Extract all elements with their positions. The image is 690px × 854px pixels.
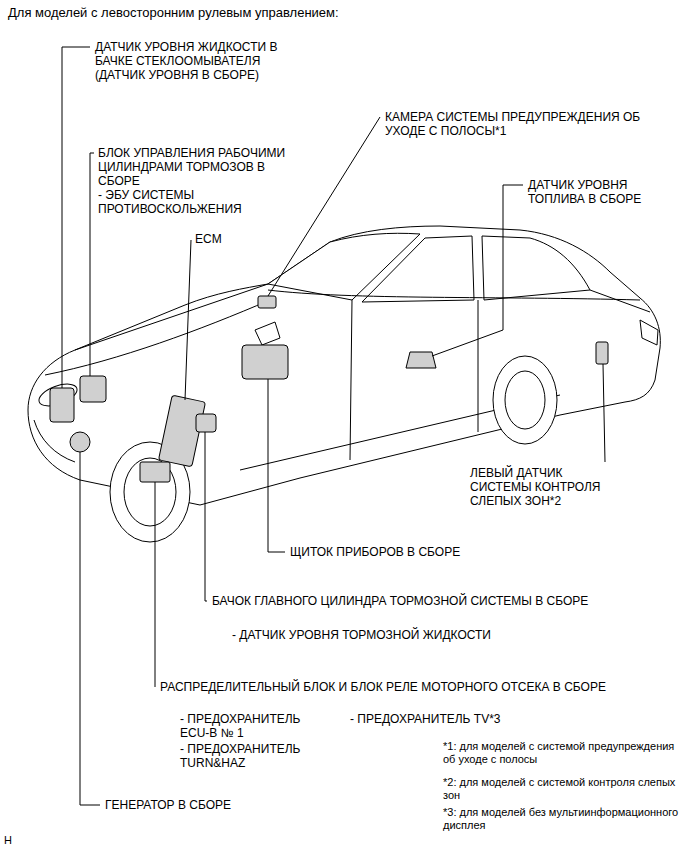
side-window (482, 236, 590, 300)
alternator (70, 432, 90, 452)
part-label: ГЕНЕРАТОР В СБОРЕ (105, 798, 231, 812)
part-label: БАЧОК ГЛАВНОГО ЦИЛИНДРА ТОРМОЗНОЙ СИСТЕМ… (212, 594, 588, 608)
part-label: ЛЕВЫЙ ДАТЧИК СИСТЕМЫ КОНТРОЛЯ СЛЕПЫХ ЗОН… (470, 466, 605, 508)
part-label: БЛОК УПРАВЛЕНИЯ РАБОЧИМИ ЦИЛИНДРАМИ ТОРМ… (98, 146, 303, 188)
trunk-line (590, 290, 650, 312)
grille (34, 420, 75, 462)
junction-block (140, 462, 170, 482)
part-sublabel: - ЭБУ СИСТЕМЫ ПРОТИВОСКОЛЬЖЕНИЯ (98, 188, 298, 216)
leader-line (90, 153, 94, 376)
brake-reservoir (196, 414, 216, 432)
door-line (478, 300, 479, 432)
side-mirror (255, 322, 280, 345)
brake-actuator (80, 376, 106, 402)
part-label: РАСПРЕДЕЛИТЕЛЬНЫЙ БЛОК И БЛОК РЕЛЕ МОТОР… (160, 680, 606, 694)
footnote: *1: для моделей с системой предупреждени… (443, 740, 683, 766)
leader-line (205, 432, 207, 601)
watermark: H (4, 834, 12, 847)
fuel-sender (406, 352, 436, 368)
rim (124, 458, 176, 526)
part-sublabel: - ПРЕДОХРАНИТЕЛЬ TV*3 (350, 712, 500, 726)
hood-crease (45, 300, 270, 375)
bsm-sensor (596, 342, 608, 364)
footnote: *3: для моделей без мультиинформационног… (443, 806, 683, 832)
rear-wheel (493, 356, 557, 444)
hood-line (75, 284, 268, 350)
part-label: ECM (195, 232, 222, 246)
rim (505, 371, 545, 429)
leader-line (268, 379, 285, 552)
part-sublabel: - ДАТЧИК УРОВНЯ ТОРМОЗНОЙ ЖИДКОСТИ (232, 628, 491, 642)
lane-camera (258, 296, 276, 308)
belt-line (268, 290, 640, 300)
part-label: КАМЕРА СИСТЕМЫ ПРЕДУПРЕЖДЕНИЯ ОБ УХОДЕ С… (385, 110, 655, 138)
part-sublabel: - ПРЕДОХРАНИТЕЛЬ ECU-B № 1 (180, 712, 330, 740)
part-label: ДАТЧИК УРОВНЯ ЖИДКОСТИ В БАЧКЕ СТЕКЛООМЫ… (95, 40, 310, 82)
footnote: *2: для моделей с системой контроля слеп… (443, 776, 683, 802)
leader-line (432, 185, 523, 356)
part-label: ДАТЧИК УРОВНЯ ТОПЛИВА В СБОРЕ (528, 178, 668, 206)
tail-light (640, 320, 658, 345)
leader-line (603, 364, 605, 462)
washer-tank (50, 388, 74, 422)
part-sublabel: - ПРЕДОХРАНИТЕЛЬ TURN&HAZ (180, 742, 330, 770)
door-line (350, 300, 352, 460)
part-label: ЩИТОК ПРИБОРОВ В СБОРЕ (290, 545, 460, 559)
title: Для моделей с левосторонним рулевым упра… (8, 6, 339, 20)
leader-line (62, 47, 90, 388)
side-window (362, 236, 474, 302)
leader-line (185, 240, 191, 400)
combination-meter (242, 345, 288, 379)
leader-line (80, 452, 100, 805)
tyre (493, 356, 557, 444)
leader-line (155, 482, 156, 687)
leader-line (268, 117, 380, 296)
